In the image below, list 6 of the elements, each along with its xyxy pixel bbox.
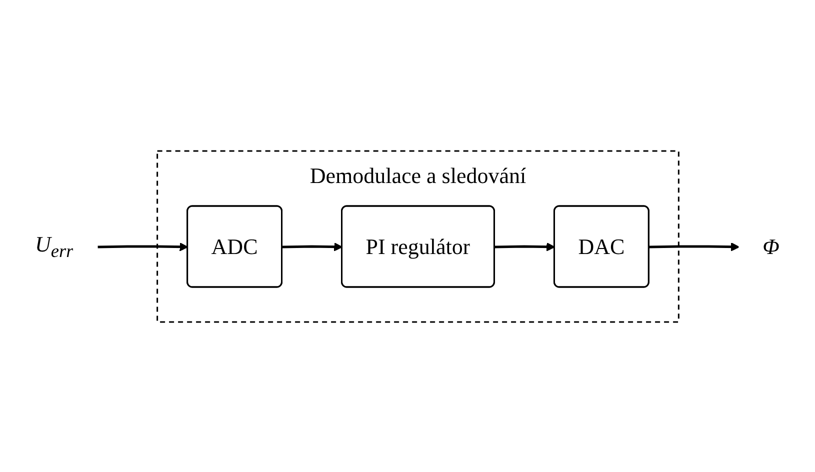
arrow (282, 242, 343, 251)
arrow (649, 242, 740, 251)
arrow (494, 242, 556, 251)
node-text: U$_{err}$ (35, 231, 74, 260)
node-text: Φ (762, 234, 780, 258)
arrow (98, 242, 188, 251)
